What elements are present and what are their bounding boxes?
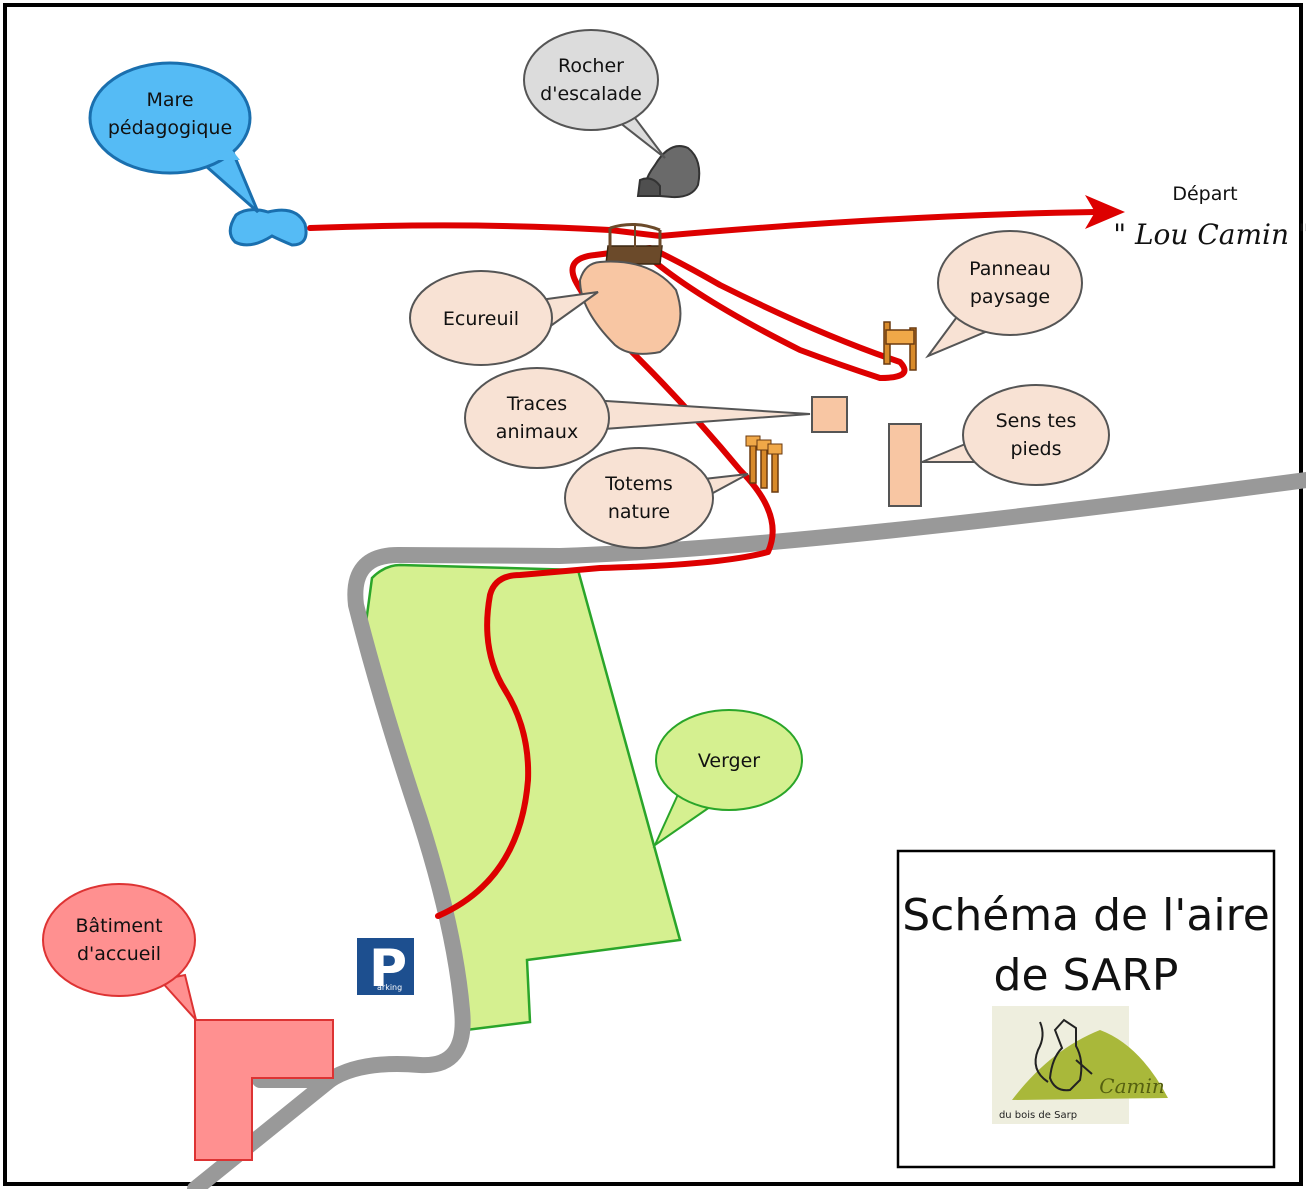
building-label-line2: d'accueil	[77, 943, 161, 965]
panel-bubble: Panneau paysage	[925, 230, 1083, 359]
pond-bubble: Mare pédagogique	[88, 61, 260, 214]
parking-sign: P arking	[357, 938, 414, 999]
logo: Camin du bois de Sarp	[992, 1006, 1168, 1124]
orchard-bubble: Verger	[652, 709, 803, 848]
orchard-label: Verger	[698, 750, 760, 772]
road-main	[187, 472, 1306, 1189]
feet-bubble: Sens tes pieds	[921, 384, 1110, 486]
title-line1: Schéma de l'aire	[902, 890, 1270, 941]
totems-icon	[745, 435, 783, 493]
tracks-box	[811, 396, 848, 433]
parking-word: arking	[377, 983, 402, 992]
rock-label-line2: d'escalade	[540, 83, 642, 105]
feet-path	[888, 423, 922, 507]
panel-icon	[883, 321, 917, 371]
feet-label-line2: pieds	[1011, 438, 1062, 460]
panel-label-line2: paysage	[970, 286, 1050, 308]
tracks-label-line2: animaux	[496, 421, 578, 443]
building-bubble: Bâtiment d'accueil	[42, 883, 197, 1021]
squirrel-label: Ecureuil	[443, 308, 519, 330]
parking-letter: P	[369, 939, 407, 999]
totems-label-line1: Totems	[604, 473, 673, 495]
totems-bubble: Totems nature	[564, 447, 749, 549]
rock-icon	[636, 145, 701, 199]
departure-label: Départ	[1172, 183, 1237, 205]
totems-label-line2: nature	[608, 501, 670, 523]
building-label-line1: Bâtiment	[75, 915, 162, 937]
pond-icon	[228, 208, 308, 247]
departure-name: " Lou Camin "	[1113, 218, 1306, 251]
pond-label-line2: pédagogique	[108, 117, 232, 139]
route-trail	[435, 245, 908, 919]
feet-label-line1: Sens tes	[996, 410, 1077, 432]
logo-word: Camin	[1099, 1074, 1164, 1098]
departure-arrow	[1085, 195, 1125, 229]
squirrel-area	[578, 260, 682, 355]
title-line2: de SARP	[994, 950, 1179, 1001]
rock-label-line1: Rocher	[558, 55, 624, 77]
rock-bubble: Rocher d'escalade	[523, 29, 666, 159]
logo-subtitle: du bois de Sarp	[999, 1110, 1077, 1121]
squirrel-bubble: Ecureuil	[409, 270, 599, 366]
squirrel-logo-icon	[1034, 1018, 1093, 1092]
panel-label-line1: Panneau	[969, 258, 1051, 280]
tracks-label-line1: Traces	[506, 393, 567, 415]
bridge-icon	[605, 223, 663, 265]
pond-label-line1: Mare	[146, 89, 193, 111]
building-icon	[194, 1019, 334, 1161]
tracks-bubble: Traces animaux	[464, 367, 811, 469]
